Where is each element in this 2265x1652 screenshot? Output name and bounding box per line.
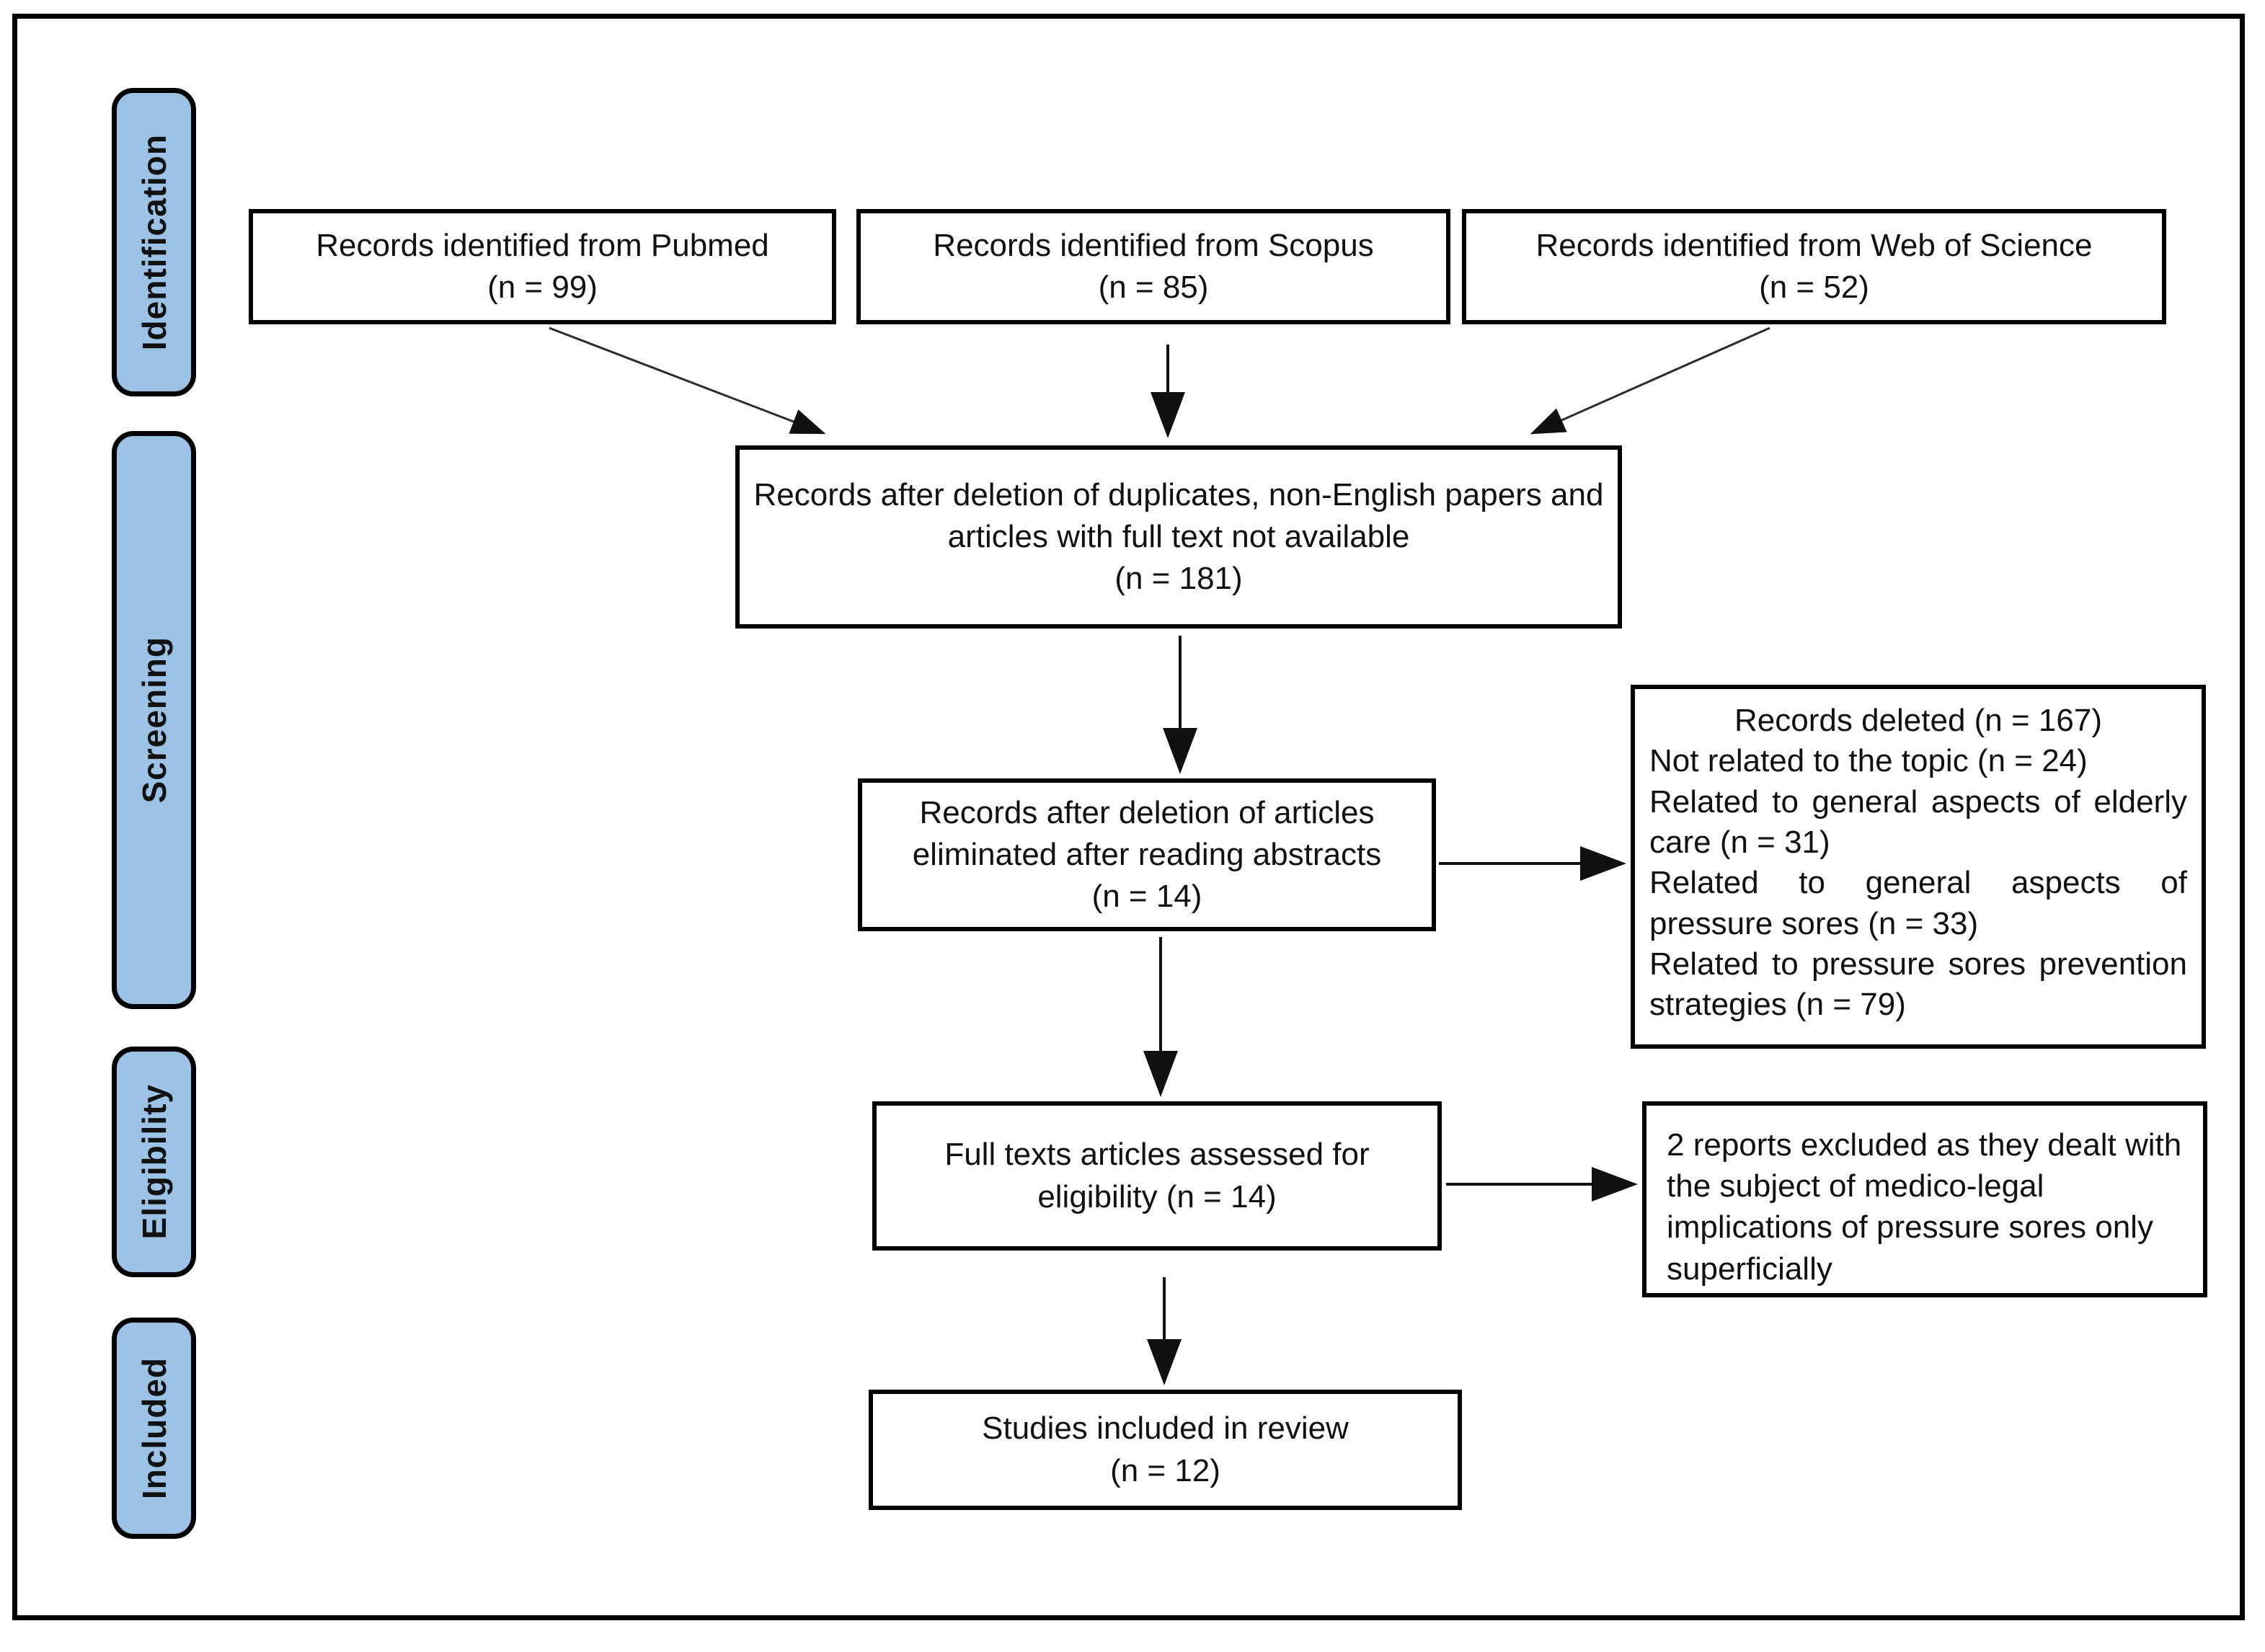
stage-identification-label: Identification (135, 133, 173, 351)
box-records-pubmed: Records identified from Pubmed (n = 99) (249, 209, 836, 324)
box-records-pubmed-text: Records identified from Pubmed (316, 227, 769, 263)
box-records-scopus: Records identified from Scopus (n = 85) (856, 209, 1450, 324)
box-records-scopus-count: (n = 85) (1098, 270, 1209, 305)
box-after-duplicates-text: Records after deletion of duplicates, no… (753, 476, 1604, 554)
box-records-deleted-title: Records deleted (n = 167) (1734, 703, 2102, 738)
box-after-abstracts: Records after deletion of articles elimi… (858, 778, 1436, 931)
diagram-border (12, 14, 2245, 1620)
box-records-deleted-item: Related to general aspects of pressure s… (1649, 865, 2187, 941)
stage-included: Included (112, 1318, 196, 1539)
box-records-deleted-item: Not related to the topic (n = 24) (1649, 743, 2088, 779)
box-records-wos-text: Records identified from Web of Science (1535, 227, 2093, 263)
box-reports-excluded: 2 reports excluded as they dealt with th… (1642, 1101, 2207, 1297)
box-after-abstracts-text: Records after deletion of articles elimi… (912, 794, 1382, 872)
box-studies-included: Studies included in review (n = 12) (869, 1390, 1462, 1510)
box-after-duplicates-count: (n = 181) (1114, 561, 1243, 597)
stage-eligibility-label: Eligibility (135, 1084, 173, 1240)
stage-screening: Screening (112, 431, 196, 1009)
box-records-scopus-text: Records identified from Scopus (933, 227, 1374, 263)
box-records-deleted-item: Related to pressure sores prevention str… (1649, 946, 2187, 1023)
box-records-wos-count: (n = 52) (1759, 270, 1869, 305)
box-records-deleted: Records deleted (n = 167) Not related to… (1631, 685, 2206, 1049)
box-studies-included-text: Studies included in review (982, 1411, 1349, 1447)
box-fulltext-assessed-text: Full texts articles assessed for eligibi… (944, 1137, 1370, 1214)
stage-eligibility: Eligibility (112, 1047, 196, 1277)
box-fulltext-assessed: Full texts articles assessed for eligibi… (872, 1101, 1442, 1251)
stage-included-label: Included (135, 1356, 173, 1500)
box-reports-excluded-text: 2 reports excluded as they dealt with th… (1667, 1127, 2182, 1287)
arrow-wos-to-dedup (1530, 327, 1770, 435)
box-records-deleted-item: Related to general aspects of elderly ca… (1649, 783, 2187, 860)
box-records-web-of-science: Records identified from Web of Science (… (1462, 209, 2166, 324)
stage-identification: Identification (112, 88, 196, 396)
box-records-pubmed-count: (n = 99) (487, 270, 598, 305)
arrow-pubmed-to-dedup (549, 327, 826, 435)
box-after-abstracts-count: (n = 14) (1091, 879, 1202, 915)
box-after-duplicates: Records after deletion of duplicates, no… (735, 445, 1622, 629)
stage-screening-label: Screening (135, 636, 173, 804)
box-studies-included-count: (n = 12) (1110, 1452, 1220, 1488)
